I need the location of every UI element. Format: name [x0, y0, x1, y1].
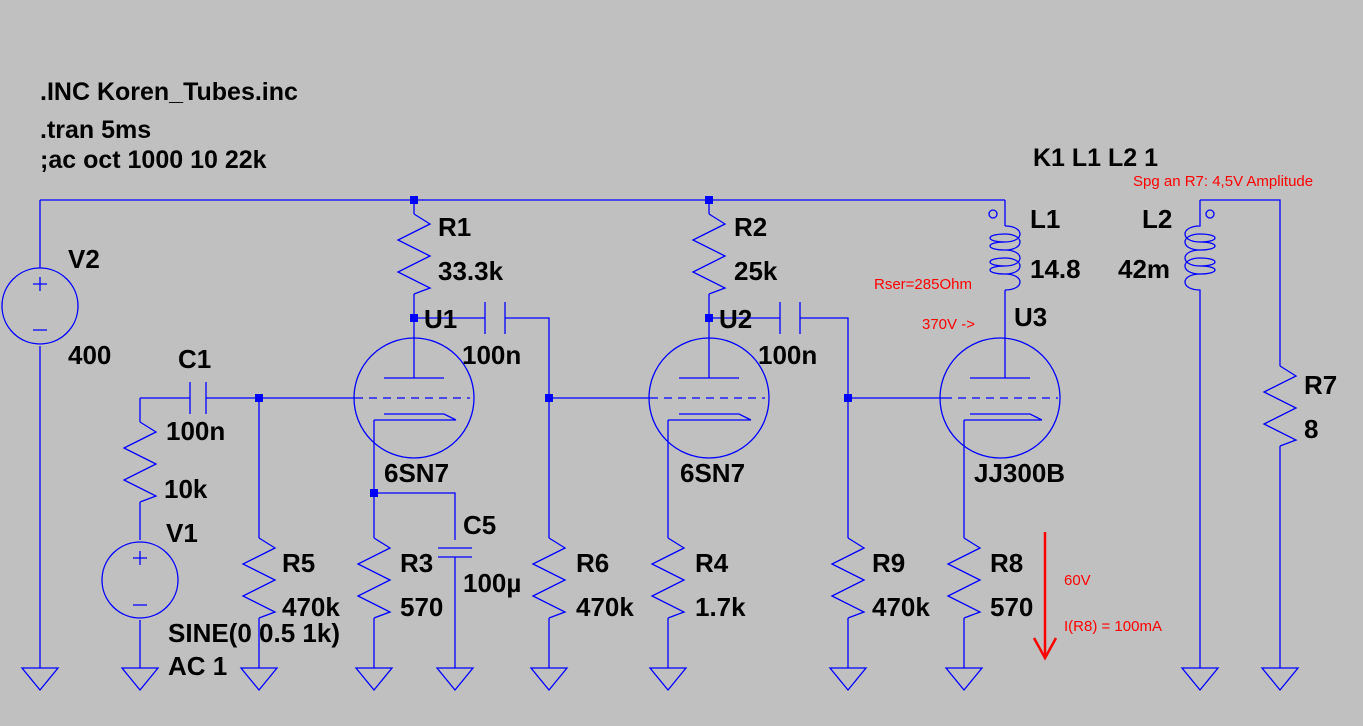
ground-symbol [120, 667, 160, 692]
r8-value: 570 [990, 592, 1033, 622]
r3-value: 570 [400, 592, 443, 622]
r1-value: 33.3k [438, 256, 504, 286]
r9-name: R9 [872, 548, 905, 578]
r1-name: R1 [438, 212, 471, 242]
l2-name: L2 [1142, 204, 1172, 234]
resistors [122, 213, 1298, 619]
capacitors [189, 302, 801, 558]
u1-name: U1 [424, 304, 457, 334]
annotation-60v[interactable]: 60V [1064, 572, 1091, 589]
tube-u3-symbol[interactable] [939, 337, 1061, 459]
u3-model: JJ300B [974, 458, 1065, 488]
ground-symbol [435, 667, 475, 692]
r9-value: 470k [872, 592, 930, 622]
l2-value: 42m [1118, 254, 1170, 284]
grounds [20, 667, 1300, 692]
r3-name: R3 [400, 548, 433, 578]
r4-value: 1.7k [695, 592, 746, 622]
v2-name: V2 [68, 244, 100, 274]
annotation-spg[interactable]: Spg an R7: 4,5V Amplitude [1133, 173, 1313, 190]
v1-value: SINE(0 0.5 1k) [168, 618, 340, 648]
v1-name: V1 [166, 518, 198, 548]
c5-value: 100µ [463, 568, 521, 598]
r4-symbol[interactable] [650, 537, 686, 619]
u1-model: 6SN7 [384, 458, 449, 488]
directive-coupling[interactable]: K1 L1 L2 1 [1033, 144, 1158, 172]
ground-symbol [944, 667, 984, 692]
tube-u1-symbol[interactable] [353, 337, 475, 459]
ground-symbol [1180, 667, 1220, 692]
c1-name: C1 [178, 344, 211, 374]
r3-symbol[interactable] [356, 537, 392, 619]
r7-symbol[interactable] [1262, 365, 1298, 447]
c-u2-symbol[interactable] [779, 302, 801, 334]
r8-name: R8 [990, 548, 1023, 578]
v2-value: 400 [68, 340, 111, 370]
v1-source-symbol[interactable] [101, 541, 179, 619]
c5-symbol[interactable] [438, 547, 472, 558]
l1-value: 14.8 [1030, 254, 1081, 284]
ground-symbol [648, 667, 688, 692]
r2-value: 25k [734, 256, 778, 286]
r8-symbol[interactable] [946, 537, 982, 619]
c-u1-value: 100n [462, 340, 521, 370]
ground-symbol [239, 667, 279, 692]
wires [39, 199, 1281, 668]
r7-value: 8 [1304, 414, 1318, 444]
r-in-value: 10k [164, 474, 208, 504]
directive-ac[interactable]: ;ac oct 1000 10 22k [40, 146, 267, 174]
c1-value: 100n [166, 416, 225, 446]
r6-value: 470k [576, 592, 634, 622]
u2-model: 6SN7 [680, 458, 745, 488]
r6-name: R6 [576, 548, 609, 578]
r1-symbol[interactable] [396, 213, 432, 295]
current-arrow [1032, 532, 1058, 661]
junction-dots [255, 196, 852, 497]
ground-symbol [20, 667, 60, 692]
ground-symbol [529, 667, 569, 692]
r7-name: R7 [1304, 370, 1337, 400]
u3-name: U3 [1014, 302, 1047, 332]
r5-name: R5 [282, 548, 315, 578]
c-u2-value: 100n [758, 340, 817, 370]
v1-ac: AC 1 [168, 651, 227, 681]
inductor-l2-symbol[interactable] [1184, 200, 1216, 300]
r9-symbol[interactable] [830, 537, 866, 619]
tube-u2-symbol[interactable] [648, 337, 770, 459]
c-u1-symbol[interactable] [484, 302, 506, 334]
r5-symbol[interactable] [241, 537, 277, 619]
annotation-370v[interactable]: 370V -> [922, 316, 975, 333]
r2-symbol[interactable] [691, 213, 727, 295]
inductor-l1-symbol[interactable] [988, 209, 1021, 291]
annotation-ir8[interactable]: I(R8) = 100mA [1064, 618, 1162, 635]
directive-inc[interactable]: .INC Koren_Tubes.inc [40, 78, 298, 106]
r6-symbol[interactable] [531, 537, 567, 619]
annotation-rser[interactable]: Rser=285Ohm [874, 276, 972, 293]
r2-name: R2 [734, 212, 767, 242]
c5-name: C5 [463, 510, 496, 540]
ground-symbol [354, 667, 394, 692]
directive-tran[interactable]: .tran 5ms [40, 116, 151, 144]
ground-symbol [1260, 667, 1300, 692]
c1-symbol[interactable] [189, 382, 207, 414]
u2-name: U2 [719, 304, 752, 334]
l1-name: L1 [1030, 204, 1060, 234]
ground-symbol [828, 667, 868, 692]
v2-source-symbol[interactable] [1, 267, 79, 345]
r-in-symbol[interactable] [122, 421, 158, 503]
r5-value: 470k [282, 592, 340, 622]
r4-name: R4 [695, 548, 729, 578]
